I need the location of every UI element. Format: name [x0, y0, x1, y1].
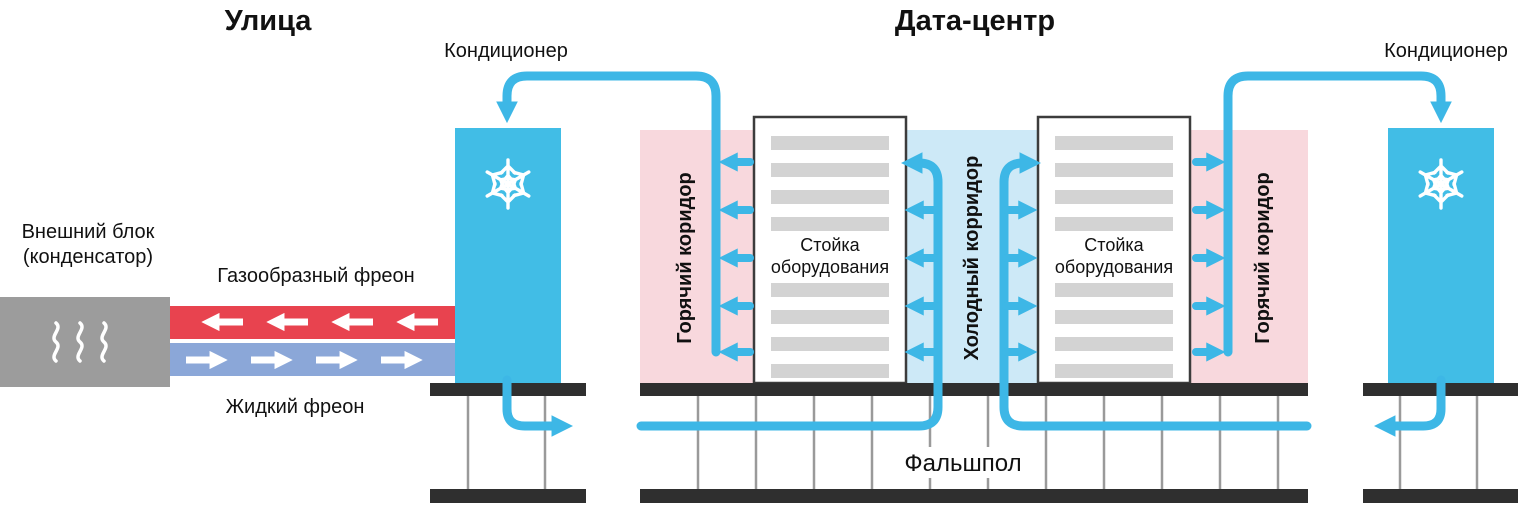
gas-freon-label: Газообразный фреон	[217, 265, 414, 287]
return-air-pipe-left	[496, 71, 721, 357]
rack-right-label-line2: оборудования	[1055, 257, 1173, 277]
supply-air-pipe-left-outlet	[502, 375, 574, 437]
rack-shelf	[771, 136, 889, 150]
hot-aisle-left-label: Горячий коридор	[674, 172, 696, 344]
rack-left-label-line1: Стойка	[800, 235, 860, 255]
heat-waves-icon	[52, 321, 108, 363]
conditioner-left-label: Кондиционер	[444, 40, 568, 62]
supply-air-pipe-right-outlet	[1373, 375, 1446, 437]
equipment-rack-left	[752, 115, 908, 385]
rack-shelf	[771, 217, 889, 231]
outdoor-unit-label-line1: Внешний блок	[22, 221, 155, 243]
floor-slab	[640, 489, 1308, 503]
cold-aisle-label: Холодный корридор	[961, 156, 983, 361]
rack-shelf	[1055, 163, 1173, 177]
equipment-rack-right	[1036, 115, 1192, 385]
outdoor-unit	[0, 297, 170, 387]
rack-left-label-line2: оборудования	[771, 257, 889, 277]
raised-floor-bottom	[430, 489, 1518, 503]
rack-shelf	[771, 364, 889, 378]
rack-shelf	[771, 190, 889, 204]
floor-label-halo	[895, 447, 1031, 478]
conditioner-right-label: Кондиционер	[1384, 40, 1508, 62]
floor-slab	[640, 383, 1308, 396]
title-datacenter: Дата-центр	[895, 5, 1055, 37]
cold-aisle-arrows-right	[1002, 200, 1038, 362]
rack-shelf	[1055, 190, 1173, 204]
conditioner-left-unit	[455, 128, 561, 384]
return-air-pipe-right	[1223, 71, 1452, 357]
hot-aisle-arrows-right	[1192, 152, 1226, 362]
outdoor-unit-box	[0, 297, 170, 387]
cold-aisle-arrows-left	[904, 200, 940, 362]
rack-shelf	[1055, 310, 1173, 324]
rack-shelves	[771, 136, 889, 378]
rack-shelf	[771, 283, 889, 297]
rack-shelf	[1055, 337, 1173, 351]
raised-floor-label: Фальшпол	[904, 450, 1021, 477]
rack-right-label-line1: Стойка	[1084, 235, 1144, 255]
supply-air-pipe-left-underfloor	[636, 152, 943, 431]
liquid-freon-label: Жидкий фреон	[226, 396, 365, 418]
conditioner-right-unit	[1388, 128, 1494, 384]
hot-aisle-arrows-left	[718, 152, 754, 362]
floor-slab	[1363, 489, 1518, 503]
rack-shelf	[771, 163, 889, 177]
floor-slab	[430, 489, 586, 503]
rack-shelf	[1055, 217, 1173, 231]
rack-shelf	[1055, 283, 1173, 297]
supply-air-pipe-right-underfloor	[999, 152, 1312, 431]
title-street: Улица	[225, 5, 313, 37]
outdoor-unit-label-line2: (конденсатор)	[23, 246, 153, 268]
hot-aisle-right-label: Горячий коридор	[1252, 172, 1274, 344]
rack-shelves	[1055, 136, 1173, 378]
air-pipes	[496, 71, 1452, 437]
rack-shelf	[1055, 364, 1173, 378]
rack-shelf	[771, 337, 889, 351]
rack-shelf	[1055, 136, 1173, 150]
floor-posts	[466, 394, 1479, 490]
rack-shelf	[771, 310, 889, 324]
